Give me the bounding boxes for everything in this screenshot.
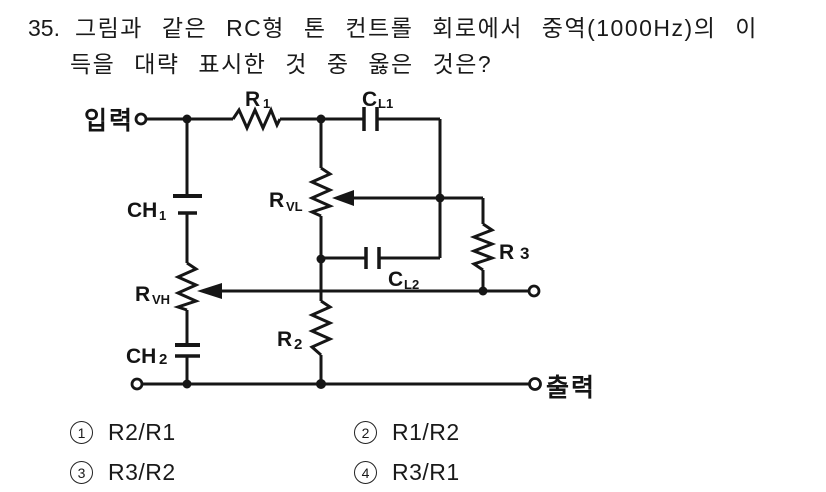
- label-cl2-sub: L2: [404, 277, 419, 292]
- capacitor-ch2: [175, 343, 200, 358]
- label-rvl-main: R: [269, 189, 284, 212]
- option-4-label: R3/R1: [392, 459, 460, 485]
- question-line-2: 득을 대략 표시한 것 중 옳은 것은?: [70, 51, 493, 77]
- label-ch2-sub: 2: [159, 351, 167, 368]
- label-ch1-sub: 1: [159, 208, 166, 223]
- option-1: 1 R2/R1: [70, 419, 176, 446]
- capacitor-cl1: [362, 107, 379, 131]
- capacitor-cl2: [364, 247, 381, 269]
- label-ch1-main: CH: [127, 199, 157, 222]
- option-4: 4 R3/R1: [354, 459, 460, 486]
- label-r2-sub: 2: [294, 336, 302, 353]
- terminal-input: [134, 112, 148, 126]
- capacitor-ch1: [173, 194, 202, 215]
- terminal-bottom-left: [130, 377, 144, 391]
- option-3: 3 R3/R2: [70, 459, 176, 486]
- label-r1-main: R: [245, 88, 260, 111]
- circuit-wires: [142, 117, 530, 386]
- question-text-1: 그림과 같은 RC형 톤 컨트롤 회로에서 중역(1000Hz)의 이: [74, 15, 758, 41]
- terminal-output-mid: [527, 284, 541, 298]
- potentiometer-rvh: [173, 261, 222, 312]
- option-4-number-badge: 4: [354, 461, 377, 484]
- junction-dots: [182, 114, 488, 389]
- label-r3-sub: 3: [520, 244, 529, 263]
- question-number: 35.: [28, 15, 60, 41]
- question-line-1: 35. 그림과 같은 RC형 톤 컨트롤 회로에서 중역(1000Hz)의 이: [28, 9, 758, 43]
- option-2: 2 R1/R2: [354, 419, 460, 446]
- label-cl1-sub: L1: [378, 96, 393, 111]
- potentiometer-rvl: [307, 166, 354, 218]
- output-terminal-label: 출력: [546, 374, 596, 402]
- label-r2-main: R: [277, 328, 292, 351]
- resistor-r1: [231, 106, 282, 132]
- label-r1-sub: 1: [263, 96, 270, 111]
- option-3-label: R3/R2: [108, 459, 176, 485]
- label-rvh-main: R: [135, 283, 150, 306]
- terminal-output-bottom: [528, 377, 542, 391]
- label-rvh-sub: VH: [152, 292, 170, 307]
- option-1-number-badge: 1: [70, 421, 93, 444]
- label-r3-main: R: [499, 241, 514, 264]
- label-cl1-main: C: [362, 88, 377, 111]
- resistor-r2: [308, 299, 334, 357]
- resistor-r3: [469, 222, 497, 272]
- option-1-label: R2/R1: [108, 419, 176, 445]
- label-cl2-main: C: [388, 268, 403, 291]
- label-rvl-sub: VL: [286, 199, 303, 214]
- input-terminal-label: 입력: [84, 107, 134, 135]
- option-2-number-badge: 2: [354, 421, 377, 444]
- option-2-label: R1/R2: [392, 419, 460, 445]
- option-3-number-badge: 3: [70, 461, 93, 484]
- label-ch2-main: CH: [126, 345, 156, 368]
